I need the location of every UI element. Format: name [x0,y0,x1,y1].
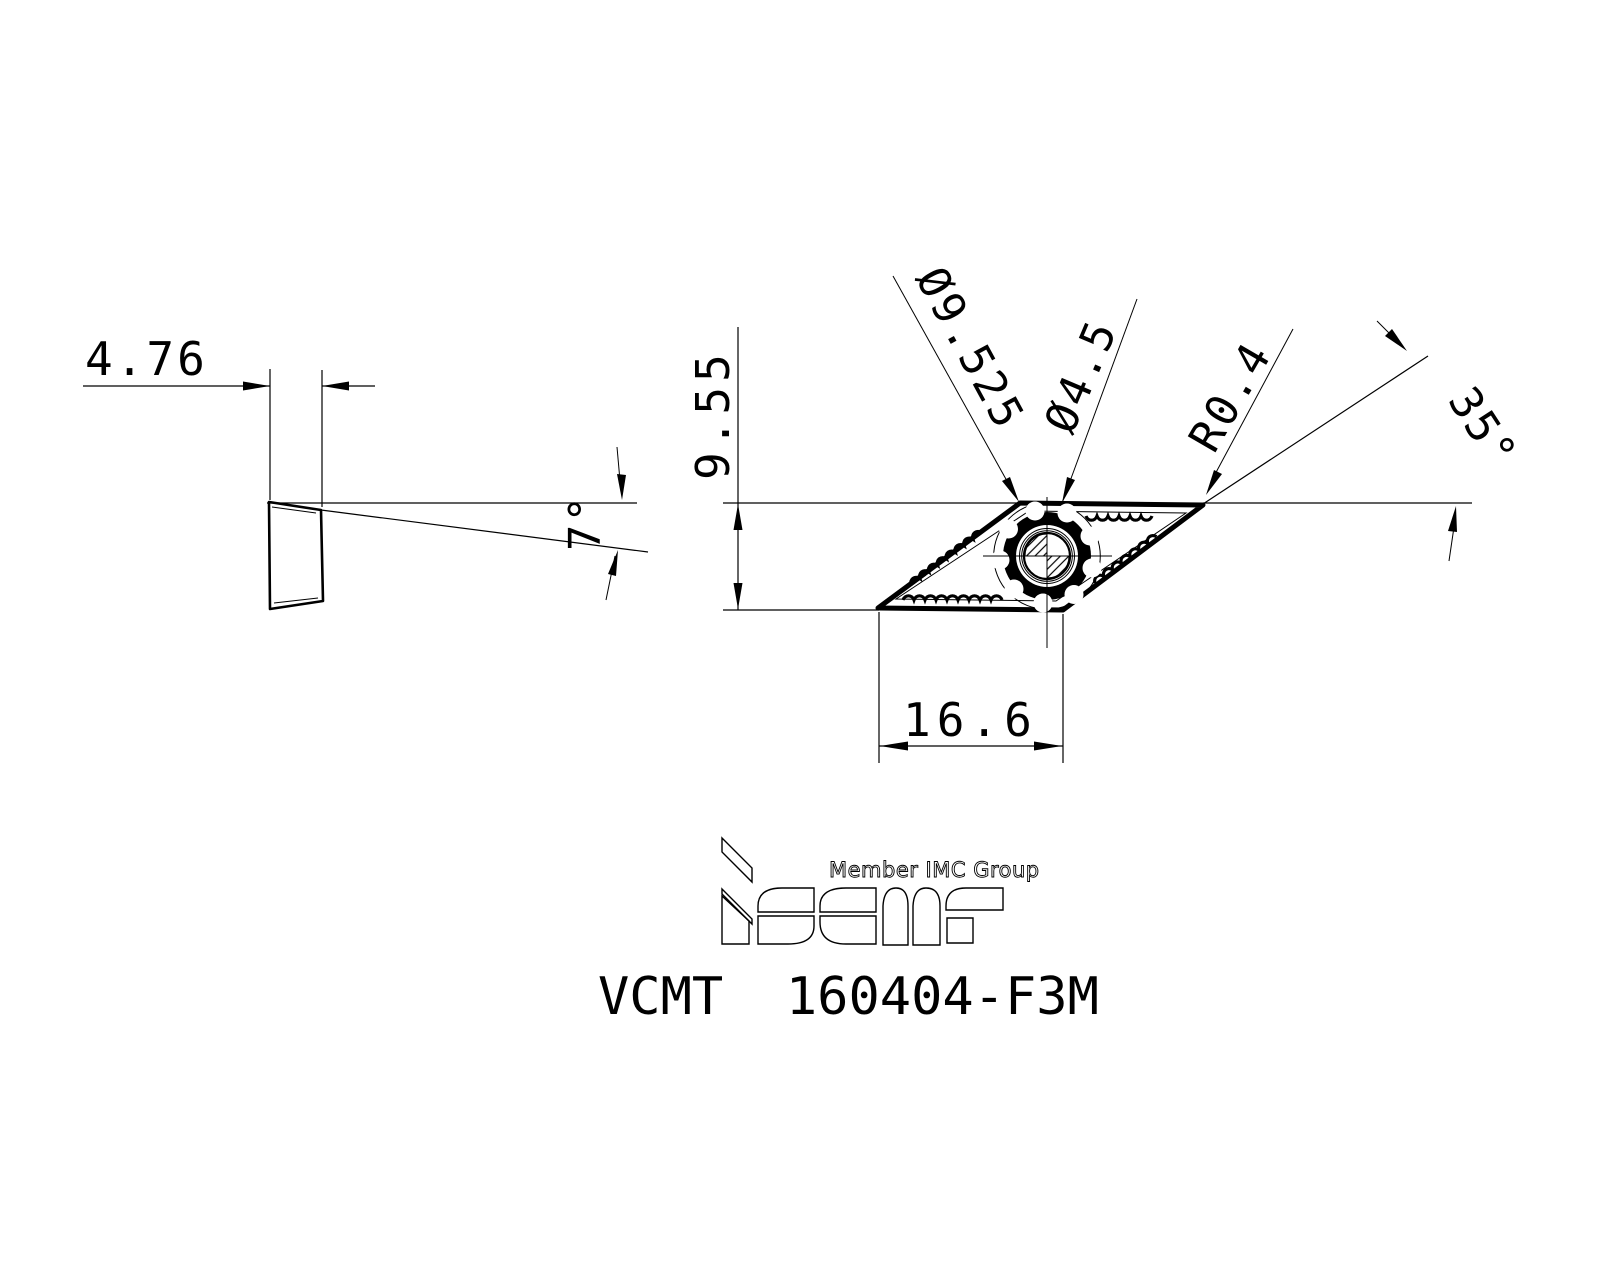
serration-left [909,529,983,586]
clearance-angle-label: 7° [560,494,611,551]
corner-radius-label: R0.4 [1179,333,1282,461]
thickness-label: 4.76 [85,332,208,386]
arrowhead [1206,470,1222,495]
arrowhead [880,741,908,751]
hole-label: Ø4.5 [1035,312,1128,441]
part-number: VCMT 160404-F3M [598,967,1099,1027]
serration-bottom [901,594,1004,605]
nose-angle-label: 35° [1438,378,1527,477]
center-hole [983,497,1112,648]
insert-inner-edge [894,510,1188,602]
arrowhead [733,583,743,609]
iscar-logo: iscar [721,836,1004,946]
arrowhead [1002,477,1019,502]
arrowhead [243,381,270,391]
arrowhead [322,381,349,391]
inscribed-circle-label: Ø9.525 [905,259,1034,439]
dimension-thickness: 4.76 [83,332,375,507]
dimension-clearance-angle: 7° [267,446,649,601]
dimension-nose-angle: 35° [1376,320,1527,562]
arrowhead [1062,477,1075,503]
arrowhead [1385,329,1407,351]
arrowhead [733,504,743,530]
insert-side-outline [267,500,325,611]
top-view: 9.55 Ø9.525 Ø4.5 R0.4 35° [686,259,1527,763]
edge-length-label: 16.6 [903,693,1038,747]
dimension-edge-length: 16.6 [878,612,1064,763]
member-imc-group-label: Member IMC Group [829,858,1040,882]
serration-top [1084,511,1154,522]
dimension-hole: Ø4.5 [1035,298,1138,504]
arrowhead [1448,506,1457,532]
side-view: 4.76 7° [83,332,649,611]
dimension-width: 9.55 [686,327,743,610]
width-label: 9.55 [686,349,740,480]
serration-right [1093,533,1158,584]
arrowhead [1034,741,1062,751]
dimension-inscribed-circle: Ø9.525 [892,259,1035,502]
dimension-corner-radius: R0.4 [1179,328,1294,495]
arrowhead [608,550,618,576]
arrowhead [617,474,626,500]
